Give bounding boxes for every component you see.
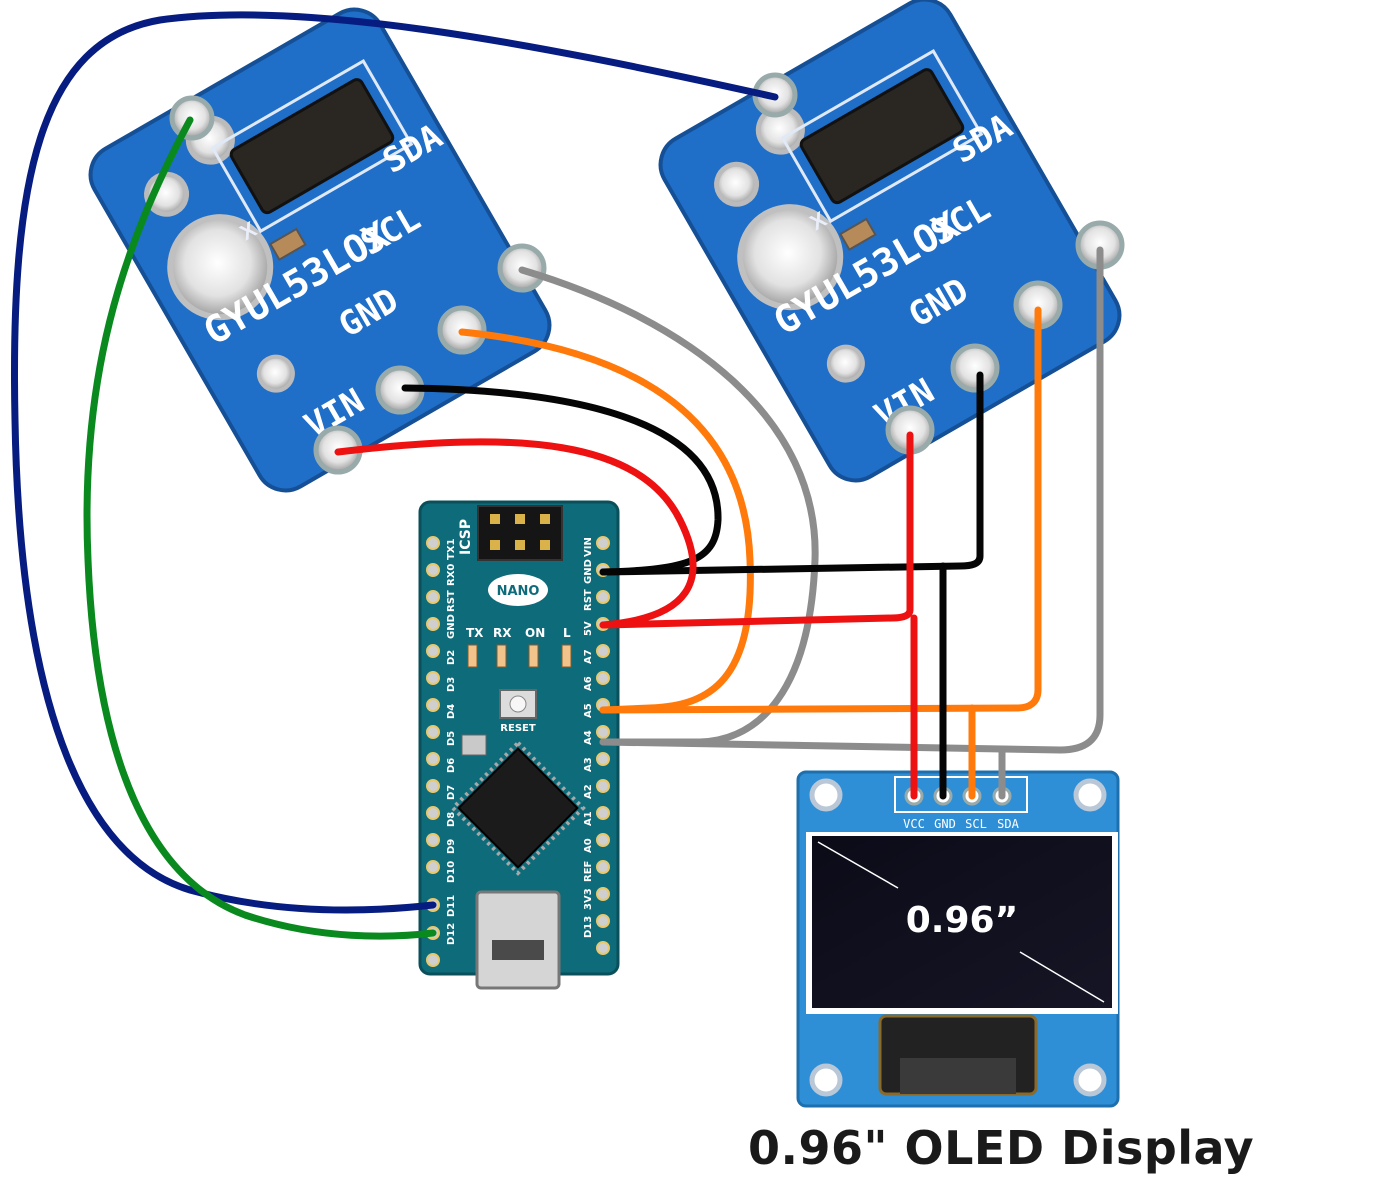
tof-chip — [799, 68, 965, 205]
screen-diagonal-bottom — [1019, 951, 1105, 1003]
oled-ribbon-connector — [900, 1058, 1016, 1094]
oled-header-frame — [894, 776, 1028, 813]
pin-label-a3: A3 — [583, 757, 594, 772]
screen-diagonal-top — [817, 841, 899, 889]
pin-label-ref: REF — [583, 861, 594, 882]
pin-label-tx1: TX1 — [446, 538, 457, 560]
tof-sensor-2: X GYUL53LOX VIN GND SCL SDA — [658, 0, 1125, 483]
oled-mount-hole-tl — [809, 778, 843, 812]
crystal — [461, 734, 487, 756]
tof-chip-frame — [210, 58, 414, 234]
pin-label-a2: A2 — [583, 784, 594, 799]
pin-label-a1: A1 — [583, 811, 594, 826]
oled-pin-scl: SCL — [965, 817, 987, 831]
pin-label-d10: D10 — [446, 861, 457, 883]
pin-label-d13: D13 — [583, 916, 594, 938]
pin-label-a7: A7 — [583, 649, 594, 664]
tof-chip-frame — [780, 48, 984, 224]
right-header-holes — [596, 536, 610, 955]
smd-component — [268, 227, 307, 261]
sensor-pad — [826, 344, 865, 383]
microcontroller-chip — [450, 740, 586, 876]
led-label-rx: RX — [493, 626, 512, 640]
pad-gnd — [950, 343, 1000, 393]
pin-label-d6: D6 — [446, 758, 457, 773]
screen-size-label: 0.96” — [906, 900, 1018, 941]
mounting-hole — [737, 204, 844, 311]
wire-vcc-sensor2 — [599, 431, 914, 629]
pin-label-a4: A4 — [583, 730, 594, 745]
pin-label-d9: D9 — [446, 839, 457, 854]
oled-screen — [812, 836, 1112, 1008]
wire-scl-sensor2 — [599, 306, 1042, 714]
oled-pin-gnd: GND — [934, 817, 956, 831]
nano-logo-badge — [488, 574, 548, 606]
tof-sensor-1: X GYUL53LOX VIN GND SCL SDA — [88, 7, 552, 493]
display-caption: 0.96" OLED Display — [748, 1121, 1255, 1175]
left-header-holes — [426, 536, 440, 967]
oled-mount-hole-tr — [1073, 778, 1107, 812]
pin-label-d12: D12 — [446, 923, 457, 945]
pin-label-vin: VIN — [583, 537, 594, 557]
sensor-pad — [256, 354, 295, 393]
pin-label-rst-r: RST — [583, 589, 594, 611]
usb-port — [492, 940, 544, 960]
pin-label-a6: A6 — [583, 676, 594, 691]
pin-label-d7: D7 — [446, 785, 457, 800]
led-label-tx: TX — [466, 626, 484, 640]
pin-label-gnd: GND — [446, 614, 457, 639]
wire-gnd-sensor2 — [599, 371, 984, 576]
tof-chip — [229, 78, 395, 215]
wire-sda-sensor2 — [599, 246, 1104, 754]
pin-label-a5: A5 — [583, 703, 594, 718]
led-label-l: L — [563, 626, 571, 640]
wire-scl-sensor1 — [458, 328, 754, 714]
nano-logo: NANO — [497, 584, 540, 599]
wires — [11, 11, 1104, 940]
mounting-hole — [167, 214, 274, 321]
oled-pin-sda: SDA — [997, 817, 1019, 831]
oled-pin-vcc: VCC — [903, 817, 925, 831]
pin-label-3v3: 3V3 — [583, 888, 594, 910]
pin-label-d11: D11 — [446, 895, 457, 917]
wire-gnd-sensor1 — [401, 384, 722, 576]
sensor-pad — [714, 161, 760, 207]
status-leds — [467, 644, 572, 668]
arduino-nano: ICSP NANO TX RX ON L RESET — [418, 500, 620, 990]
oled-mount-hole-br — [1073, 1063, 1107, 1097]
reset-label: RESET — [500, 723, 536, 734]
reset-button-cap — [509, 695, 527, 713]
pin-label-rx0: RX0 — [446, 564, 457, 586]
pin-label-a0: A0 — [583, 838, 594, 853]
icsp-label: ICSP — [458, 519, 474, 555]
pin-label-d2: D2 — [446, 650, 457, 665]
pin-label-5v: 5V — [583, 621, 594, 636]
oled-mount-hole-bl — [809, 1063, 843, 1097]
oled-display: VCC GND SCL SDA 0.96” — [796, 770, 1120, 1108]
wire-sda-sensor1 — [518, 266, 819, 746]
pin-label-d5: D5 — [446, 731, 457, 746]
pin-label-rst: RST — [446, 590, 457, 612]
pin-label-gnd-r: GND — [583, 559, 594, 584]
led-label-on: ON — [525, 626, 545, 640]
left-pin-labels: TX1 RX0 RST GND D2 D3 D4 D5 D6 D7 D8 D9 … — [446, 538, 457, 945]
smd-component — [838, 217, 877, 251]
wire-xshut-sensor1-d12 — [83, 116, 437, 940]
wire-vcc-sensor1 — [334, 438, 697, 629]
icsp-pins — [490, 514, 550, 550]
pin-label-d4: D4 — [446, 704, 457, 719]
pin-label-d3: D3 — [446, 677, 457, 692]
right-pin-labels: VIN GND RST 5V A7 A6 A5 A4 A3 A2 A1 A0 R… — [583, 537, 594, 938]
pin-label-d8: D8 — [446, 812, 457, 827]
oled-pin-labels: VCC GND SCL SDA — [903, 817, 1019, 831]
